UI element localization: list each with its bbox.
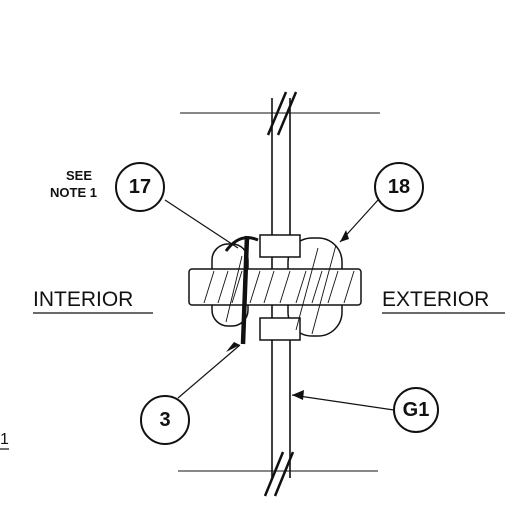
- lower-spacer: [259, 317, 301, 341]
- sealant-tip: [224, 236, 259, 252]
- note-label: NOTE 1: [50, 185, 97, 200]
- interior-label: INTERIOR: [33, 288, 133, 311]
- edge-mark: 1: [0, 431, 9, 448]
- callout-17: 17: [115, 162, 165, 212]
- callout-18-text: 18: [388, 176, 410, 198]
- fastener-assembly: [188, 234, 362, 341]
- section-hatching: [203, 244, 355, 335]
- callout-18: 18: [374, 162, 424, 212]
- bottom-break-mark: [263, 451, 295, 497]
- leader-arrowheads: [226, 230, 349, 400]
- exterior-label: EXTERIOR: [382, 288, 489, 311]
- callout-3: 3: [140, 395, 190, 445]
- leader-G1: [291, 394, 395, 411]
- leader-17: [164, 199, 239, 249]
- callout-G1: G1: [393, 387, 439, 433]
- upper-spacer: [259, 234, 301, 258]
- leader-3: [177, 344, 241, 399]
- top-break-mark: [266, 91, 298, 136]
- callout-3-text: 3: [159, 409, 170, 431]
- see-label: SEE: [66, 168, 92, 183]
- callout-17-text: 17: [129, 176, 151, 198]
- leader-lines: [164, 199, 395, 411]
- callout-G1-text: G1: [403, 399, 430, 421]
- bolt-shank: [188, 268, 362, 306]
- sealant-bead: [240, 235, 250, 345]
